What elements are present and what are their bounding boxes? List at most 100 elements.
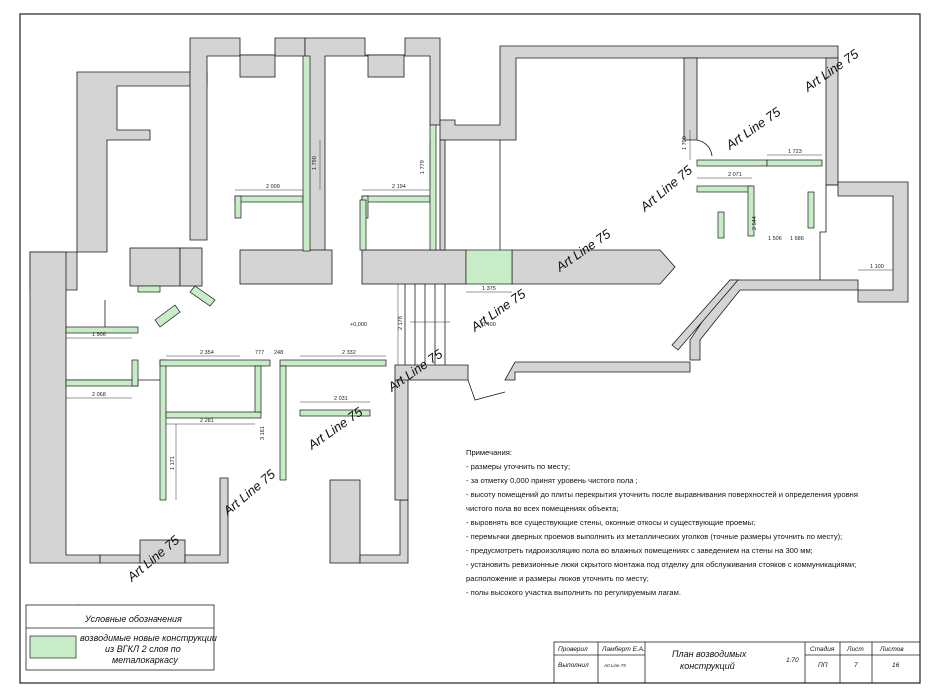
dim-1375: 1 375	[482, 286, 496, 292]
wall-left-outer	[29, 251, 101, 564]
legend: Условные обозначения возводимые новые ко…	[25, 604, 217, 671]
new-wall-4	[361, 195, 431, 203]
stamp-col-stage: Стадия	[810, 645, 835, 653]
note-line-1: - размеры уточнить по месту;	[466, 462, 570, 471]
legend-item-line3: металокаркасу	[112, 655, 178, 665]
wall-mid-divider	[683, 57, 698, 141]
sheet-frame	[19, 13, 921, 684]
new-wall-10	[747, 185, 755, 237]
legend-title: Условные обозначения	[84, 614, 182, 624]
dim-1686: 1 686	[790, 236, 804, 242]
dim-1779: 1 779	[420, 160, 426, 174]
new-wall-1	[234, 195, 304, 203]
door-arc-1	[696, 139, 713, 157]
existing-walls	[29, 37, 909, 564]
wall-bottom-left	[99, 554, 141, 564]
level-mark: +0,000	[350, 322, 367, 328]
wall-top-niche-1	[239, 54, 276, 78]
wall-lower-right	[504, 361, 691, 381]
dim-777: 777	[255, 350, 264, 356]
dim-2178: 2 178	[398, 316, 404, 330]
new-wall-21	[279, 365, 287, 481]
new-wall-16	[159, 359, 167, 501]
notes-heading: Примечания:	[466, 448, 512, 457]
watermark-5: Art Line 75	[467, 286, 529, 335]
stamp-sheets: 16	[892, 662, 900, 669]
dim-1100: 1 100	[870, 264, 884, 270]
dim-1171: 1 171	[170, 456, 176, 470]
dim-3161: 3 161	[260, 426, 266, 440]
new-wall-20	[279, 359, 387, 367]
wall-right-lower	[394, 379, 409, 501]
new-wall-24	[154, 304, 181, 328]
stamp-title-2: конструкций	[680, 661, 735, 671]
wall-corridor-1	[239, 249, 333, 285]
new-wall-hall	[465, 249, 513, 285]
note-line-7: - предусмотреть гидроизоляцию пола во вл…	[466, 546, 813, 555]
dim-2281: 2 281	[200, 418, 214, 424]
dim-2194: 2 194	[392, 184, 406, 190]
stamp-signature: Art Line 75	[603, 663, 626, 668]
watermark-3: Art Line 75	[637, 162, 696, 215]
dim-2071: 2 071	[728, 172, 742, 178]
stamp-role-2: Выполнил	[558, 662, 589, 669]
dim-1506: 1 506	[768, 236, 782, 242]
stamp-texts: Проверил Ламберт Е.А. Выполнил Art Line …	[558, 645, 904, 671]
note-line-4: чистого пола во всех помещениях объекта;	[466, 504, 619, 513]
dim-2031: 2 031	[334, 396, 348, 402]
new-wall-23	[137, 285, 161, 293]
wall-diag	[671, 279, 739, 351]
dimension-lines	[66, 130, 893, 500]
title-stamp	[553, 641, 921, 684]
new-wall-12	[717, 211, 725, 239]
stamp-sheet: 7	[854, 662, 858, 669]
new-walls	[65, 55, 823, 501]
note-line-10: - полы высокого участка выполнить по рег…	[466, 588, 681, 597]
wall-big-room	[439, 45, 839, 141]
wall-bottom-pier-1	[139, 539, 186, 564]
stamp-col-sheets: Листов	[879, 646, 904, 653]
new-wall-18	[165, 411, 262, 419]
new-wall-14	[65, 379, 139, 387]
legend-item-line1: возводимые новые конструкции	[80, 633, 217, 643]
wall-corridor-arrow	[511, 249, 676, 285]
dimension-texts: 2 009 2 194 2 071 1 723 1 100 1 375 2 33…	[92, 136, 884, 470]
dim-0400: 0,400	[482, 322, 496, 328]
stamp-name-1: Ламберт Е.А.	[601, 645, 645, 653]
dim-2332: 2 332	[342, 350, 356, 356]
new-wall-2	[234, 195, 242, 219]
new-wall-13	[65, 326, 139, 334]
note-line-8: - установить ревизионные люки скрытого м…	[466, 560, 856, 569]
dim-2009: 2 009	[266, 184, 280, 190]
wall-corridor-2	[361, 249, 467, 285]
new-wall-9	[696, 185, 753, 193]
dim-1790: 1 790	[312, 156, 318, 170]
stamp-scale: 1:70	[786, 657, 799, 664]
new-wall-26	[359, 199, 367, 251]
new-wall-17	[159, 359, 271, 367]
dim-248: 248	[274, 350, 283, 356]
wall-bottom-mid	[184, 477, 229, 564]
new-wall-19	[254, 365, 262, 413]
new-wall-15	[131, 359, 139, 387]
wall-right-lower-2	[689, 279, 859, 361]
stamp-title-1: План возводимых	[672, 649, 747, 659]
note-line-2: - за отметку 0,000 принят уровень чистог…	[466, 476, 638, 485]
note-line-9: расположение и размеры люков уточнить по…	[466, 574, 649, 583]
dim-2068: 2 068	[92, 392, 106, 398]
dim-2354: 2 354	[200, 350, 214, 356]
wall-bottom-pier-2	[329, 479, 361, 564]
room-outlines	[66, 139, 838, 401]
dim-1723: 1 723	[788, 149, 802, 155]
stamp-role-1: Проверил	[558, 646, 588, 653]
notes-block: Примечания: - размеры уточнить по месту;…	[466, 448, 858, 597]
note-line-3: - высоту помещений до плиты перекрытия у…	[466, 490, 858, 499]
new-wall-8	[766, 159, 823, 167]
watermark-2: Art Line 75	[722, 104, 784, 153]
stamp-col-sheet: Лист	[846, 646, 864, 653]
wall-top-niche-2	[367, 54, 405, 78]
dim-1906: 1 906	[92, 332, 106, 338]
wall-left-inner	[129, 247, 181, 287]
